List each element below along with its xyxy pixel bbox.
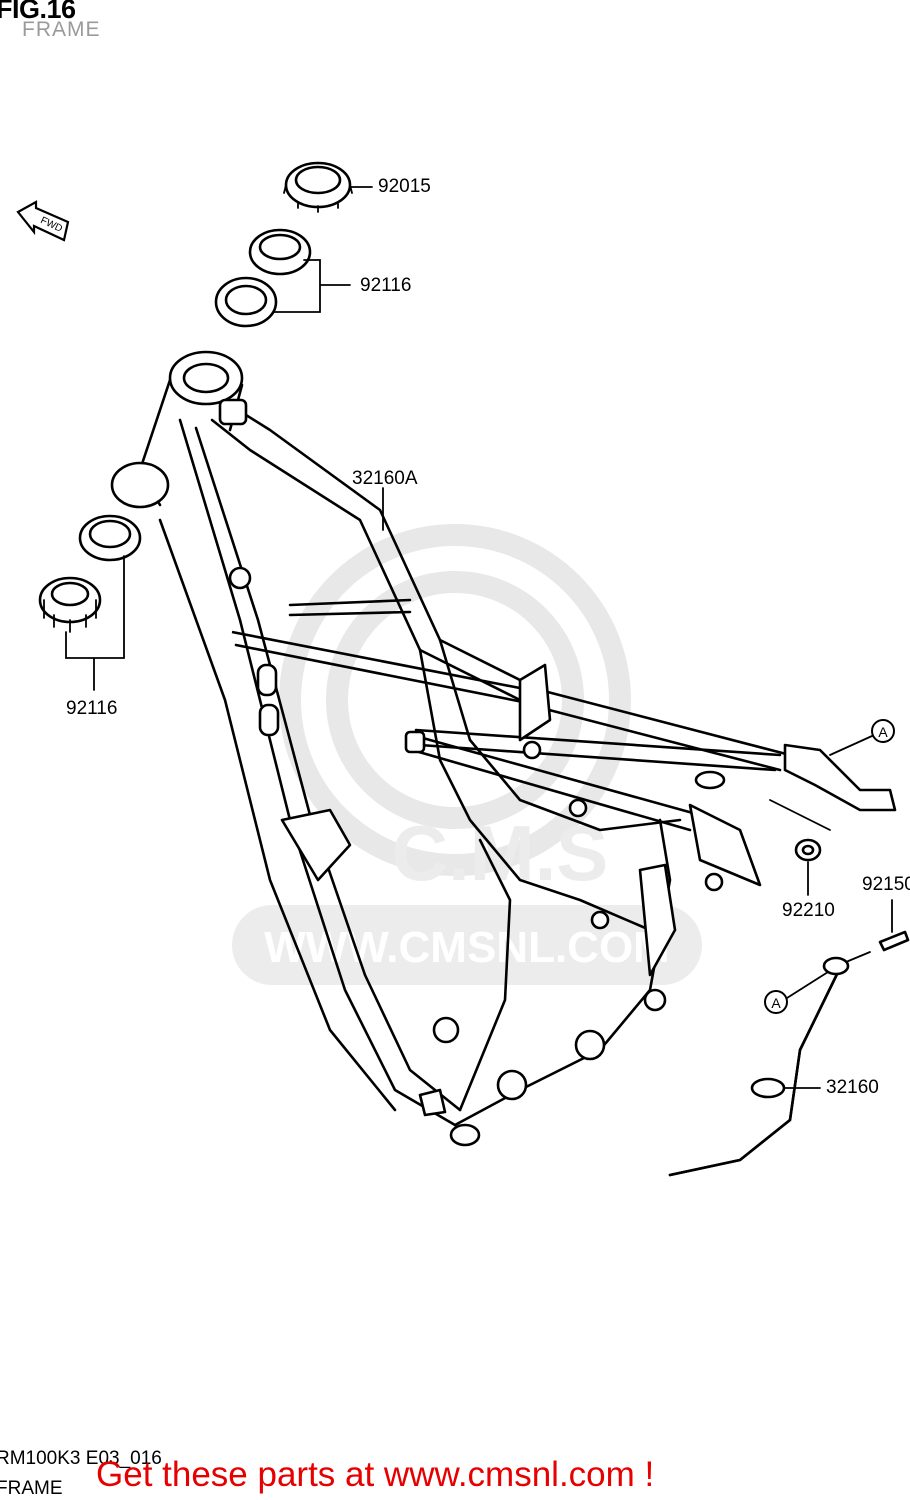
bearing-upper-92116 bbox=[214, 228, 351, 328]
part-label-92116-upper: 92116 bbox=[360, 275, 412, 296]
nut-92210 bbox=[794, 838, 822, 896]
bolt-92150 bbox=[878, 899, 910, 952]
footer-frame-label: FRAME bbox=[0, 1478, 63, 1499]
part-label-92015: 92015 bbox=[378, 176, 431, 197]
rear-stay-32160: A bbox=[668, 951, 871, 1177]
main-frame-32160A bbox=[110, 350, 897, 1147]
part-label-92150: 92150 bbox=[862, 874, 910, 895]
figure-subtitle: FRAME bbox=[22, 18, 101, 41]
bearing-lower-92116 bbox=[38, 514, 142, 691]
part-label-92116-lower: 92116 bbox=[66, 698, 118, 719]
diagram-code: RM100K3 E03_016 bbox=[0, 1448, 162, 1469]
reference-mark-a-upper: A bbox=[878, 724, 888, 740]
promo-link[interactable]: Get these parts at www.cmsnl.com ! bbox=[96, 1455, 655, 1494]
reference-mark-a-lower: A bbox=[771, 995, 781, 1011]
figure-title: FIG.16 bbox=[0, 0, 76, 24]
part-label-92210: 92210 bbox=[782, 900, 835, 921]
part-label-32160: 32160 bbox=[826, 1077, 879, 1098]
fwd-arrow-icon: FWD bbox=[16, 200, 70, 242]
steering-nut-92015 bbox=[283, 161, 373, 213]
part-label-32160A: 32160A bbox=[352, 468, 418, 489]
reference-a-upper: A bbox=[829, 719, 895, 756]
